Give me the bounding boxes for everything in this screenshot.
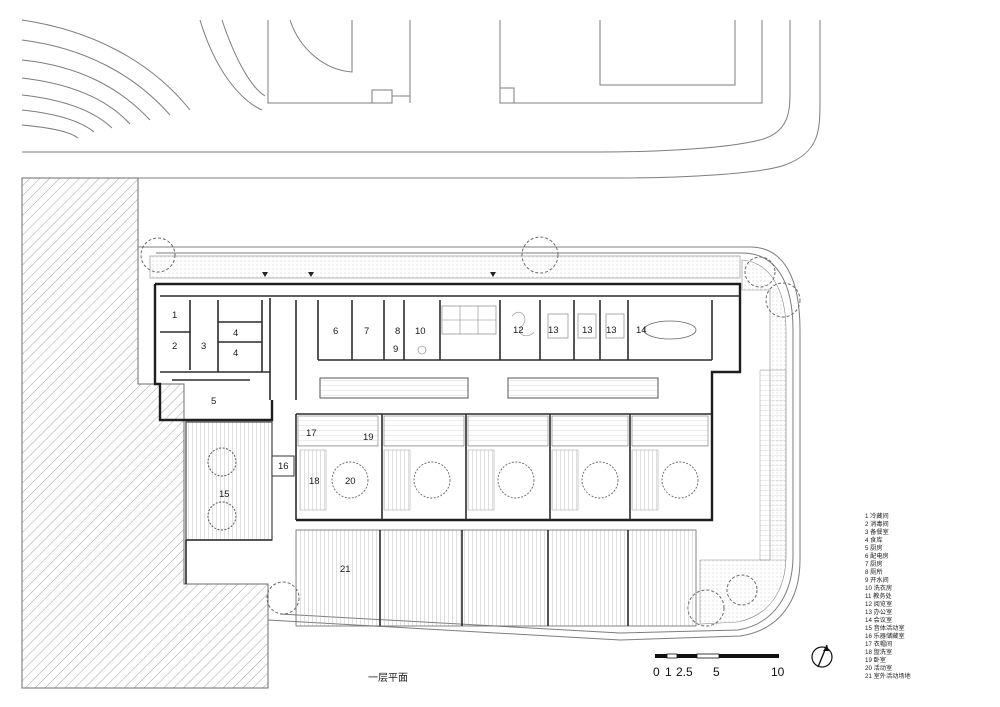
room-number-label: 12 — [513, 325, 524, 336]
legend-item: 8 厕所 — [865, 569, 883, 576]
legend-item: 20 活动室 — [865, 665, 893, 672]
legend-item: 14 会议室 — [865, 617, 893, 624]
legend-item: 6 配电房 — [865, 553, 889, 560]
site-road — [22, 19, 821, 179]
legend-item: 4 食库 — [865, 537, 883, 544]
room-number-label: 18 — [309, 476, 320, 487]
legend-item: 7 厨房 — [865, 561, 883, 568]
room-number-labels: 1 2 3 4 4 5 6 7 8 9 10 12 13 13 13 14 15… — [172, 310, 647, 575]
room-number-label: 15 — [219, 489, 230, 500]
running-track — [21, 19, 266, 139]
room-number-label: 13 — [548, 325, 559, 336]
scale-label: 1 — [665, 665, 672, 679]
room-number-label: 6 — [333, 326, 338, 337]
room-number-label: 5 — [211, 396, 216, 407]
room-number-label: 2 — [172, 341, 177, 352]
legend-item: 5 厨房 — [865, 545, 883, 552]
room-number-label: 13 — [606, 325, 617, 336]
room-number-label: 20 — [345, 476, 356, 487]
room-number-label: 16 — [278, 461, 289, 472]
scale-label: 0 — [653, 665, 660, 679]
legend-item: 12 阅览室 — [865, 601, 893, 608]
legend-item: 9 开水间 — [865, 577, 889, 584]
room-number-label: 8 — [395, 326, 400, 337]
legend-item: 3 备餐室 — [865, 529, 889, 536]
legend-item: 21 室外活动场地 — [865, 673, 911, 680]
room-number-label: 10 — [415, 326, 426, 337]
office-furniture — [417, 305, 697, 355]
legend-item: 1 冷藏间 — [865, 513, 889, 520]
site-boundary — [138, 246, 801, 641]
classroom-modules — [297, 414, 709, 520]
legend-item: 18 盥洗室 — [865, 649, 893, 656]
plan-title: 一层平面 — [368, 673, 408, 684]
legend-item: 13 办公室 — [865, 609, 893, 616]
scale-label: 10 — [771, 665, 785, 679]
room-number-label: 4 — [233, 348, 238, 359]
legend-item: 11 教务处 — [865, 593, 892, 600]
outdoor-activity-field — [295, 529, 697, 627]
music-room-deck — [185, 421, 295, 584]
legend-item: 19 卧室 — [865, 657, 886, 664]
legend-item: 10 洗衣房 — [865, 585, 893, 592]
scale-label: 2.5 — [676, 665, 693, 679]
entrance-arrows — [262, 272, 496, 277]
north-arrow-icon — [811, 644, 833, 668]
room-number-label: 9 — [393, 344, 398, 355]
scale-label: 5 — [713, 665, 720, 679]
legend-item: 15 音体活动室 — [865, 625, 905, 632]
legend-item: 2 消毒间 — [865, 521, 889, 528]
room-number-label: 14 — [636, 325, 647, 336]
room-number-label: 19 — [363, 432, 374, 443]
room-number-label: 4 — [233, 328, 238, 339]
room-number-label: 17 — [306, 428, 317, 439]
legend-item: 16 乐器储藏室 — [865, 633, 905, 640]
legend-item: 17 衣帽间 — [865, 641, 893, 648]
building-walls — [153, 282, 742, 522]
room-number-label: 7 — [364, 326, 369, 337]
room-number-label: 21 — [340, 564, 351, 575]
room-number-label: 1 — [172, 310, 177, 321]
room-number-label: 3 — [201, 341, 206, 352]
scale-bar — [655, 653, 779, 659]
room-number-label: 13 — [582, 325, 593, 336]
